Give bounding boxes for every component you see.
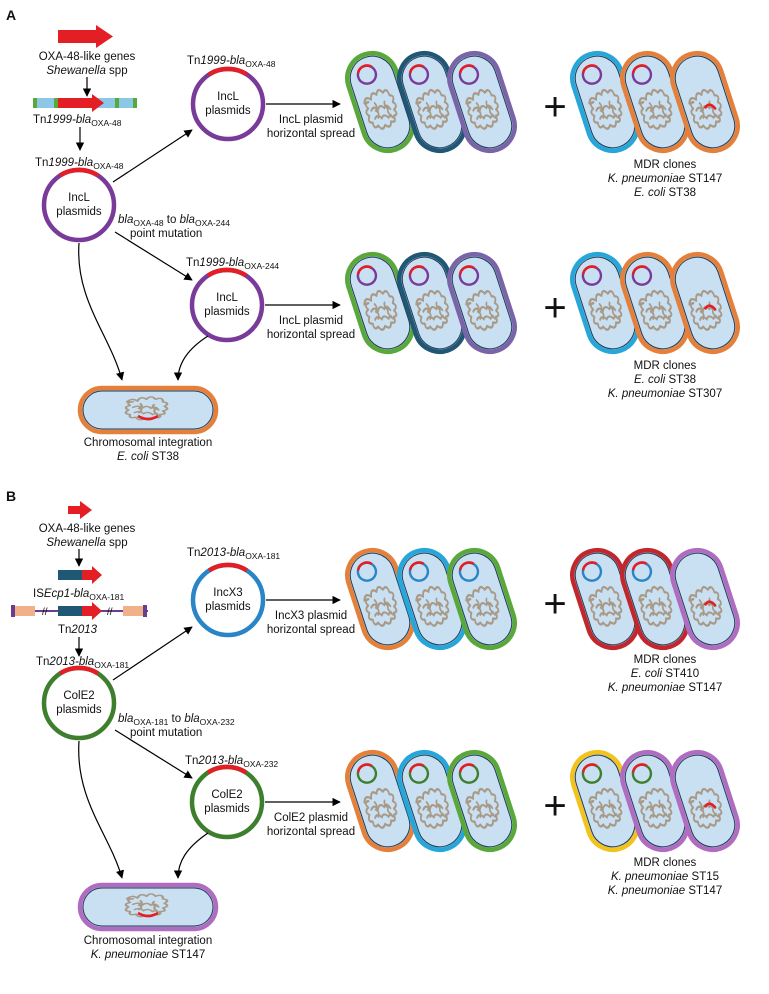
plasmid-a2-name: IncL (217, 91, 239, 103)
clones-b2-title: MDR clones (634, 857, 697, 869)
cell-row-a2 (345, 251, 740, 355)
transposon-2013-label: Tn2013 (58, 624, 98, 636)
gene-arrow-icon (58, 25, 113, 48)
plasmid-b3-word: plasmids (204, 803, 250, 815)
mutation-a-line1: blaOXA-48 to blaOXA-244 (118, 214, 230, 228)
chromosomal-b-title: Chromosomal integration (84, 935, 212, 947)
plasmid-b1-tn-label: Tn2013-blaOXA-181 (187, 547, 280, 561)
plasmid-a3-tn-label: Tn1999-blaOXA-244 (186, 257, 279, 271)
plasmid-a1-word: plasmids (56, 206, 102, 218)
cellsB1-cell-1 (345, 547, 415, 651)
chromosomal-a-title: Chromosomal integration (84, 437, 212, 449)
plasmid-a3-circle (189, 267, 265, 343)
plasmid-a2-word: plasmids (205, 105, 251, 117)
plasmid-a1-circle (41, 167, 117, 243)
clones-a1-item-1: K. pneumoniae ST147 (608, 173, 722, 185)
chromosomal-b-cell (77, 882, 219, 932)
chromosomal-a-strain: E. coli ST38 (117, 451, 179, 463)
cellsA2-cell-6 (670, 251, 740, 355)
clones-a2-title: MDR clones (634, 360, 697, 372)
plus-sign-a1: + (543, 85, 566, 129)
transposon-1999-bar (33, 94, 137, 112)
chromosomal-a-cell (77, 385, 219, 435)
clones-a1-title: MDR clones (634, 159, 697, 171)
cellsA1-cell-6 (670, 50, 740, 154)
mutation-b-line2: point mutation (130, 727, 202, 739)
plasmid-b2-name: ColE2 (63, 690, 94, 702)
plasmid-b3-circle (189, 764, 265, 840)
panel-a-letter: A (6, 7, 16, 23)
chromosomal-cell-b (77, 882, 219, 932)
spread-a1-line2: horizontal spread (267, 128, 355, 140)
clones-a2-item-1: E. coli ST38 (634, 374, 696, 386)
gene-title: OXA-48-like genes (39, 51, 136, 63)
mutation-b-line1: blaOXA-181 to blaOXA-232 (118, 713, 235, 727)
clones-b2-item-2: K. pneumoniae ST147 (608, 885, 722, 897)
plasmid-b2-tn-label: Tn2013-blaOXA-181 (36, 656, 129, 670)
plus-sign-b2: + (543, 784, 566, 828)
svg-text://: // (42, 607, 48, 618)
transposon-2013-bar: // // (11, 602, 148, 620)
cellsB2-cell-1 (345, 749, 415, 853)
chromosomal-b-strain: K. pneumoniae ST147 (91, 949, 205, 961)
plasmid-b1-name: IncX3 (213, 587, 242, 599)
spread-a1-line1: IncL plasmid (279, 114, 343, 126)
gene-source: Shewanella spp (46, 65, 127, 77)
is-ecp1-bar (58, 566, 102, 584)
spread-a2-line2: horizontal spread (267, 329, 355, 341)
is-ecp1-label: ISEcp1-blaOXA-181 (33, 588, 125, 602)
cellsB2-cell-3 (447, 749, 517, 853)
gene-arrow-icon-b (68, 501, 92, 519)
cellsA1-cell-3 (447, 50, 517, 154)
cellsB1-cell-3 (447, 547, 517, 651)
transposon-label: Tn1999-blaOXA-48 (33, 114, 122, 128)
plasmid-a3-name: IncL (216, 292, 238, 304)
plasmid-a2-tn-label: Tn1999-blaOXA-48 (187, 55, 276, 69)
plasmid-b2-word: plasmids (56, 704, 102, 716)
plasmid-b1-word: plasmids (205, 601, 251, 613)
svg-text://: // (107, 607, 113, 618)
clones-a2-item-2: K. pneumoniae ST307 (608, 388, 722, 400)
plasmid-a3-word: plasmids (204, 306, 250, 318)
spread-b1-line1: IncX3 plasmid (275, 610, 347, 622)
chromosomal-cell-a (77, 385, 219, 435)
panel-b-letter: B (6, 488, 16, 504)
plus-sign-a2: + (543, 286, 566, 330)
cellsA1-cell-1 (345, 50, 415, 154)
plasmid-b2-circle (41, 665, 117, 741)
plasmid-a1-name: IncL (68, 192, 90, 204)
plus-sign-b1: + (543, 582, 566, 626)
spread-b2-line1: ColE2 plasmid (274, 812, 348, 824)
spread-b1-line2: horizontal spread (267, 624, 355, 636)
gene-title-b: OXA-48-like genes (39, 523, 136, 535)
clones-a1-item-2: E. coli ST38 (634, 187, 696, 199)
mutation-a-line2: point mutation (130, 228, 202, 240)
clones-b1-title: MDR clones (634, 654, 697, 666)
clones-b1-item-2: K. pneumoniae ST147 (608, 682, 722, 694)
cellsB2-cell-6 (670, 749, 740, 853)
spread-a2-line1: IncL plasmid (279, 315, 343, 327)
spread-b2-line2: horizontal spread (267, 826, 355, 838)
plasmid-b3-tn-label: Tn2013-blaOXA-232 (185, 755, 278, 769)
plasmid-a1-tn-label: Tn1999-blaOXA-48 (35, 157, 124, 171)
clones-b2-item-1: K. pneumoniae ST15 (611, 871, 719, 883)
gene-source-b: Shewanella spp (46, 537, 127, 549)
cell-row-a1 (345, 50, 740, 154)
clones-b1-item-1: E. coli ST410 (631, 668, 699, 680)
plasmid-a2-circle (190, 66, 266, 142)
cellsB1-cell-6 (670, 547, 740, 651)
plasmid-b3-name: ColE2 (211, 789, 242, 801)
cellsA2-cell-3 (447, 251, 517, 355)
cell-row-b2 (345, 749, 740, 853)
cell-row-b1 (345, 547, 740, 651)
plasmid-b1-circle (190, 562, 266, 638)
